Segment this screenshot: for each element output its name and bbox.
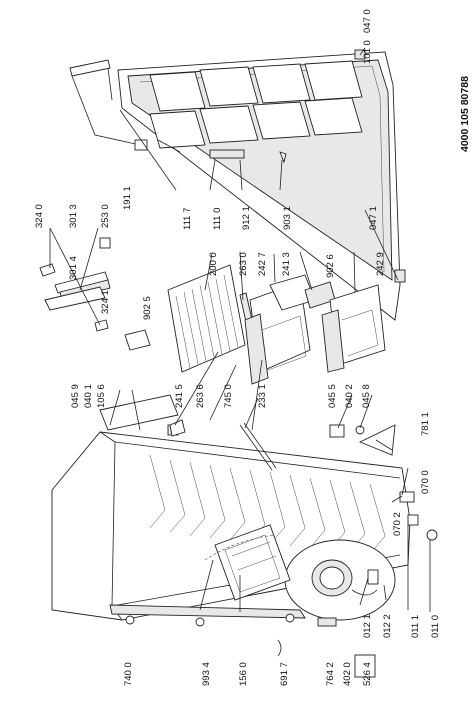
label-764-2: 764 2 xyxy=(325,662,336,686)
label-156-0: 156 0 xyxy=(238,662,249,686)
document-number: 4000 105 80788 xyxy=(459,76,471,152)
label-242-9: 242 9 xyxy=(375,252,386,276)
leader-lines xyxy=(109,47,431,612)
drawers-and-shelves xyxy=(167,264,386,385)
label-912-1: 912 1 xyxy=(241,206,252,230)
label-045-5: 045 5 xyxy=(327,384,338,408)
label-740-0: 740 0 xyxy=(123,662,134,686)
label-993-4: 993 4 xyxy=(201,662,212,686)
label-012-1: 012 1 xyxy=(362,614,373,638)
label-011-0: 011 0 xyxy=(430,615,441,638)
label-047-1: 047 1 xyxy=(368,206,379,230)
label-040-1: 040 1 xyxy=(83,384,94,408)
label-012-2: 012 2 xyxy=(382,614,393,638)
part-labels: 101 0 047 0 111 7 111 0 912 1 903 1 047 … xyxy=(34,9,471,686)
label-903-1: 903 1 xyxy=(282,206,293,230)
label-241-5: 241 5 xyxy=(174,384,185,408)
hinge-parts xyxy=(169,419,438,541)
label-691-7: 691 7 xyxy=(279,662,290,686)
label-781-1: 781 1 xyxy=(420,412,431,436)
label-745-0: 745 0 xyxy=(223,384,234,408)
label-263-0: 263 0 xyxy=(238,252,249,276)
label-070-0: 070 0 xyxy=(420,470,431,494)
label-200-0: 200 0 xyxy=(208,252,219,276)
label-105-6: 105 6 xyxy=(96,384,107,408)
label-324-0: 324 0 xyxy=(34,204,45,228)
label-902-6: 902 6 xyxy=(325,254,336,278)
top-cover-assembly xyxy=(39,227,151,351)
label-070-2: 070 2 xyxy=(392,512,403,536)
label-263-6: 263 6 xyxy=(195,384,206,408)
label-301-3: 301 3 xyxy=(68,204,79,228)
label-191-1: 191 1 xyxy=(122,186,133,210)
label-047-0: 047 0 xyxy=(362,9,373,33)
label-242-7: 242 7 xyxy=(257,252,268,276)
label-040-2: 040 2 xyxy=(344,384,355,408)
label-111-7: 111 7 xyxy=(182,208,193,230)
label-526-4: 526 4 xyxy=(362,662,373,686)
label-111-0: 111 0 xyxy=(212,208,223,230)
label-011-1: 011 1 xyxy=(410,615,421,638)
label-241-3: 241 3 xyxy=(281,252,292,276)
label-402-0: 402 0 xyxy=(342,662,353,686)
label-253-0: 253 0 xyxy=(100,204,111,228)
label-045-9: 045 9 xyxy=(70,384,81,408)
door-assembly xyxy=(69,49,406,321)
label-902-5: 902 5 xyxy=(142,296,153,320)
label-301-4: 301 4 xyxy=(68,256,79,280)
label-233-1: 233 1 xyxy=(257,384,268,408)
compressor-area xyxy=(204,524,396,678)
label-101-0: 101 0 xyxy=(362,40,373,64)
label-324-1: 324 1 xyxy=(100,290,111,314)
label-045-8: 045 8 xyxy=(361,384,372,408)
